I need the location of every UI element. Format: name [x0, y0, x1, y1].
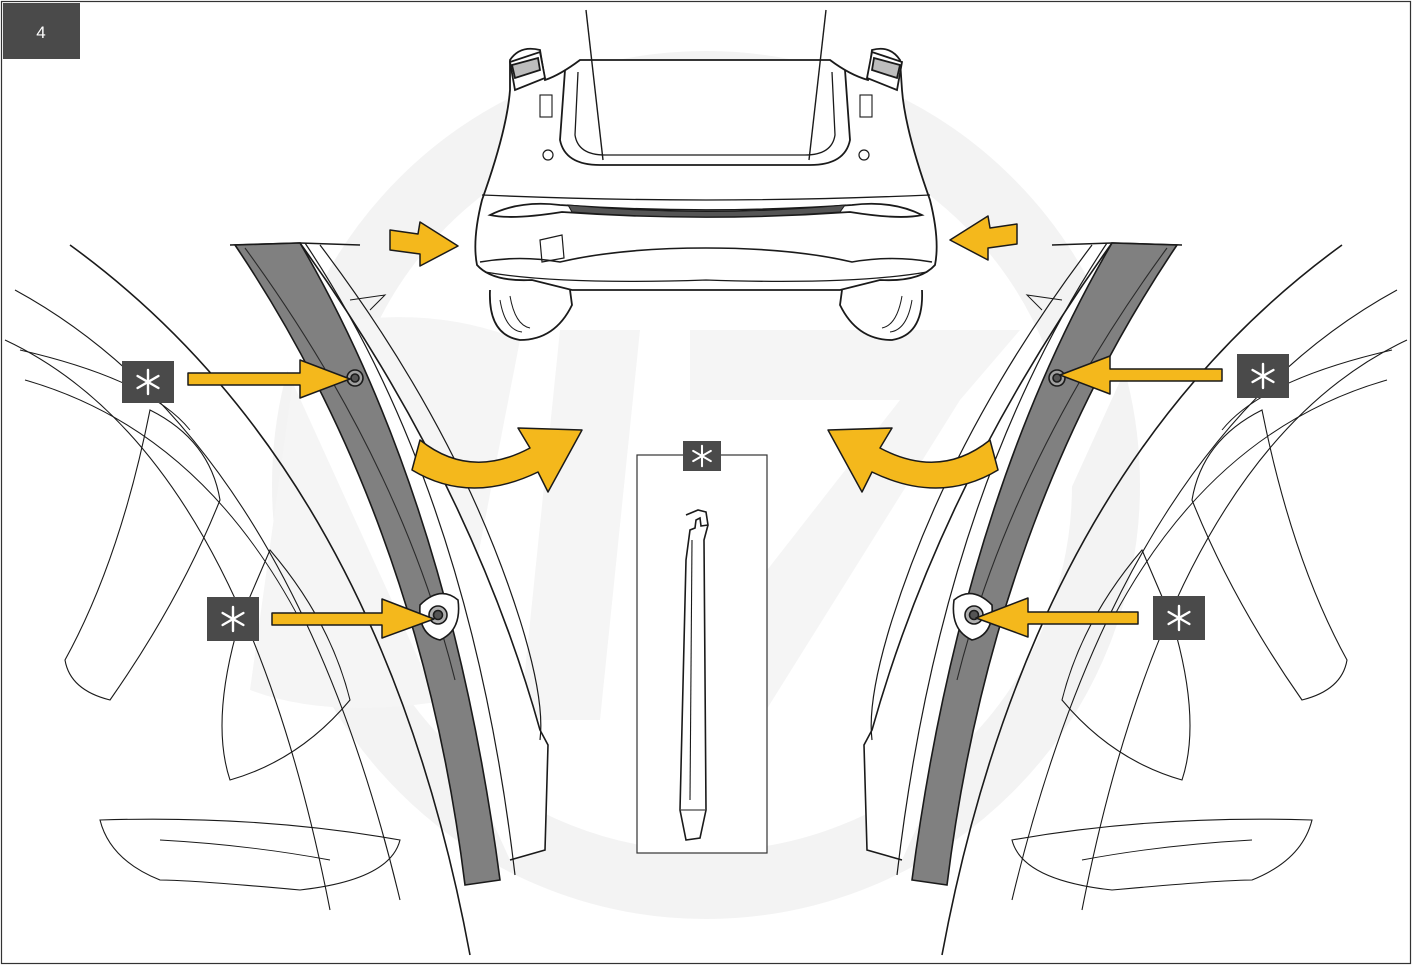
- step-number: 4: [36, 23, 45, 42]
- arrow-icon: [187, 359, 351, 399]
- tool-inset-frame: [636, 454, 768, 854]
- arrow-icon: [1059, 355, 1223, 395]
- arrow-icon: [271, 598, 435, 639]
- trim-removal-tool-icon: [679, 509, 709, 841]
- tool-asterisk-badge: [683, 441, 721, 471]
- car-rear-view: [474, 9, 938, 341]
- arrow-icon: [389, 221, 459, 267]
- arrow-icon: [975, 597, 1139, 638]
- arrow-icon: [949, 215, 1018, 261]
- clip-marker-upper-right: [1237, 354, 1289, 398]
- arrow-icon: [827, 427, 999, 493]
- clip-marker-lower-left: [207, 597, 259, 641]
- right-wheel-arch: [863, 242, 1408, 956]
- left-wheel-arch: [4, 242, 549, 956]
- arrow-icon: [411, 427, 583, 493]
- tool-inset: [636, 441, 768, 854]
- step-badge: 4: [3, 3, 80, 59]
- clip-marker-lower-right: [1153, 596, 1205, 640]
- clip-marker-upper-left: [122, 361, 174, 403]
